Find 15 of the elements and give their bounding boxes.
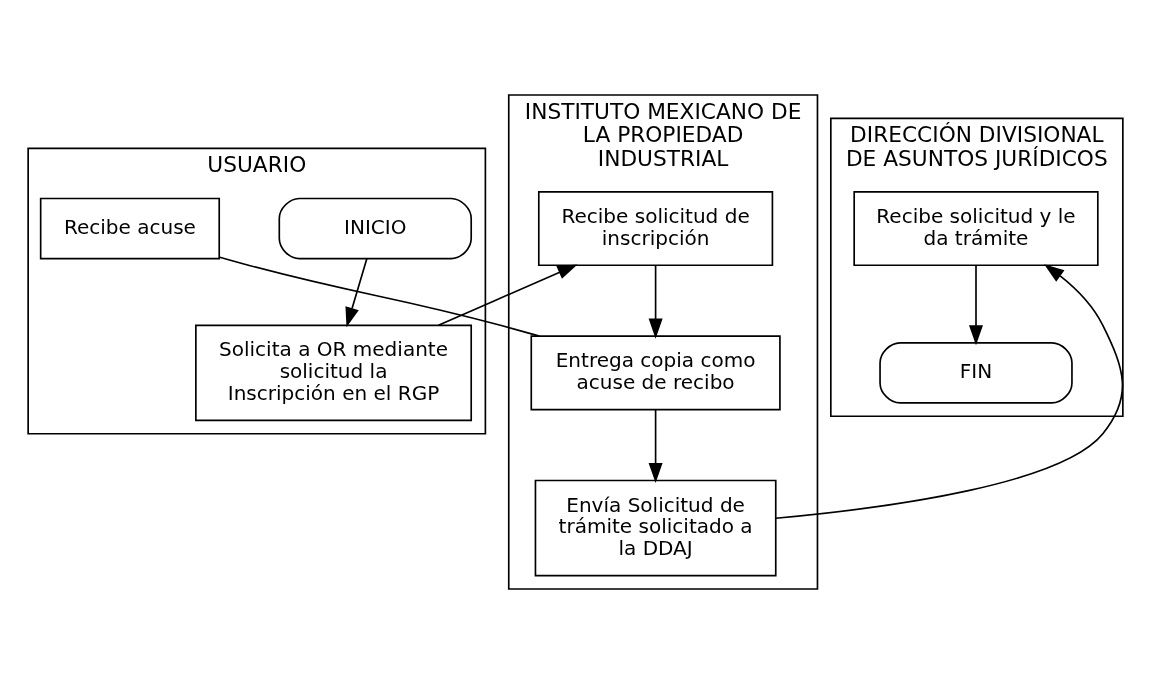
arrow	[969, 264, 983, 345]
node-box: Solicita a OR mediante solicitud la Inscripción en el RGP	[195, 323, 473, 421]
node-box: FIN	[879, 341, 1073, 404]
arrow	[775, 263, 1124, 519]
arrow	[648, 264, 663, 339]
node-box: Entrega copia como acuse de recibo	[530, 334, 781, 410]
connector	[218, 255, 541, 337]
arrow	[345, 257, 368, 327]
node-box: Recibe solicitud de inscripción	[537, 190, 774, 266]
node-box: Recibe solicitud y le da trámite	[853, 190, 1099, 266]
arrow	[437, 263, 578, 326]
node-box: Envía Solicitud de trámite solicitado a la DDAJ	[534, 479, 777, 576]
node-box: Recibe acuse	[39, 197, 221, 259]
arrow	[648, 408, 663, 483]
node-box: INICIO	[278, 197, 473, 259]
